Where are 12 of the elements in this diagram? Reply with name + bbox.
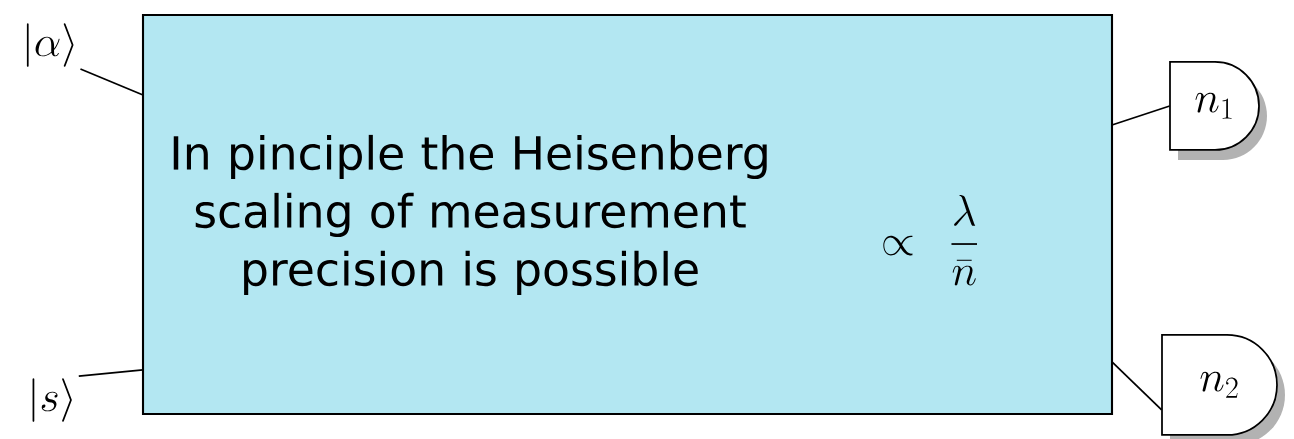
detector: $n_2$ bbox=[1161, 334, 1285, 439]
box-text: In pinciple the Heisenberg scaling of measurement precision is possible bbox=[173, 134, 767, 296]
detector: $n_1$ bbox=[1169, 61, 1267, 160]
process-box bbox=[141, 13, 1114, 416]
state-label: $|s\rangle$ bbox=[32, 378, 72, 422]
connector-line bbox=[1111, 105, 1171, 126]
state-label: $|\alpha\rangle$ bbox=[26, 23, 74, 67]
connector-line bbox=[1111, 361, 1163, 411]
formula: $\propto\ \frac{\lambda}{\bar{n}}$ bbox=[883, 195, 977, 286]
node-label: $n_2$ bbox=[1200, 371, 1238, 398]
connector-line bbox=[77, 369, 144, 377]
connector-line bbox=[79, 68, 144, 96]
